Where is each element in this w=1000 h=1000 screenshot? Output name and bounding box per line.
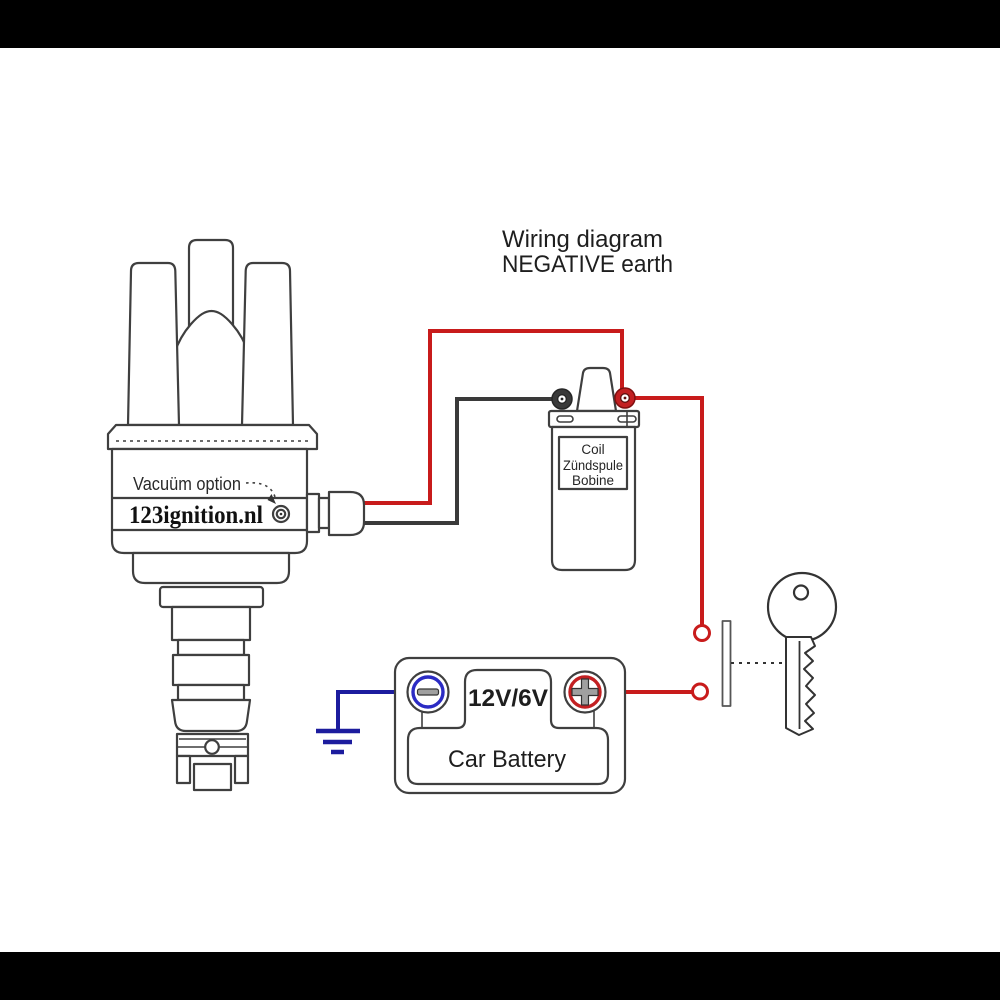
shaft-segment-2 — [171, 653, 251, 687]
switch-plate — [721, 620, 732, 707]
plus-symbol — [571, 678, 599, 706]
coil-positive-terminal-dot — [623, 396, 627, 400]
signal-wire-distributor-to-coil — [364, 397, 552, 525]
key-head-hole — [792, 584, 810, 601]
battery-name-label: Car Battery — [448, 746, 566, 773]
ignition-switch — [691, 620, 785, 707]
coil-clamp-bar — [547, 409, 641, 429]
bottom-letterbox-bar — [0, 952, 1000, 1000]
distributor-cap-right-tower — [240, 261, 295, 427]
wiring — [336, 329, 704, 729]
brand-label: 123ignition.nl — [129, 502, 263, 529]
ground-wire-battery-negative — [336, 690, 410, 729]
switch-terminal-top — [693, 624, 711, 642]
vacuum-nipple-outer — [271, 504, 291, 524]
earth-ground-symbol — [316, 728, 360, 755]
battery-inner-profile — [406, 668, 610, 786]
vacuum-pointer-dashed-arrow — [245, 481, 276, 498]
coil-label-line-1: Coil — [581, 442, 604, 457]
drive-dog-center — [192, 762, 233, 792]
shaft-step-block — [158, 585, 265, 609]
top-letterbox-bar — [0, 0, 1000, 48]
shaft-ring-2 — [176, 683, 246, 702]
switch-terminal-bottom — [691, 682, 709, 701]
key-head — [766, 571, 838, 643]
coil-label-line-3: Bobine — [572, 473, 614, 488]
distributor-cap-left-tower — [126, 261, 181, 427]
coil-body — [550, 425, 637, 572]
distributor-cap-center-tower — [187, 238, 235, 334]
shaft-segment-3 — [170, 698, 252, 733]
vacuum-nipple-dot — [279, 512, 283, 516]
vacuum-nipple-inner — [275, 508, 287, 520]
battery-terminal-stems — [421, 710, 595, 728]
vacuum-option-label: Vacuüm option — [133, 474, 241, 494]
coil-label-line-2: Zündspule — [563, 458, 623, 473]
coil-label-box — [557, 435, 629, 491]
coil-minus-mark — [556, 415, 574, 423]
title-line-1: Wiring diagram — [502, 226, 663, 253]
key-blade — [785, 636, 816, 736]
distributor: Vacuüm option 123ignition.nl — [106, 238, 366, 792]
title-line-2: NEGATIVE earth — [502, 251, 673, 278]
distributor-housing — [110, 447, 309, 555]
coil-negative-terminal-dot — [560, 397, 564, 401]
car-battery: 12V/6V Car Battery — [393, 656, 627, 795]
shaft-segment-1 — [170, 605, 252, 642]
gland-spacer — [317, 496, 331, 530]
vacuum-pointer-arrowhead — [267, 494, 276, 504]
drive-dog-right-tab — [233, 754, 250, 785]
minus-symbol — [416, 688, 440, 696]
distributor-cap-flange — [106, 423, 319, 451]
battery-voltage-label: 12V/6V — [468, 685, 548, 712]
drive-roll-pin — [204, 739, 220, 755]
shaft-ring-1 — [176, 638, 246, 657]
gland-neck — [305, 492, 321, 534]
drive-dog-left-tab — [175, 754, 192, 785]
positive-wire-coil-to-switch — [635, 396, 704, 625]
cable-gland — [327, 490, 366, 537]
ignition-key — [766, 571, 838, 736]
positive-wire-distributor-to-coil — [364, 329, 624, 505]
coil-ht-tower — [575, 366, 618, 413]
housing-lower-section — [131, 551, 291, 585]
ignition-coil: Coil Zündspule Bobine — [547, 366, 641, 572]
diagram-title: Wiring diagram NEGATIVE earth — [502, 226, 673, 278]
